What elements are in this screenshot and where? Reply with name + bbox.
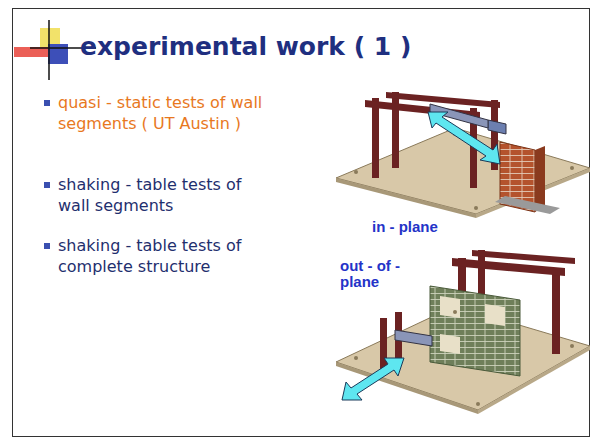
bullet-text: quasi - static tests of wall segments ( …: [58, 92, 276, 134]
out-of-plane-test-setup: [336, 250, 590, 414]
caption-label: out - of - plane: [340, 258, 410, 290]
bullet-markers: [44, 100, 50, 249]
bullet-text: shaking - table tests of complete struct…: [58, 235, 276, 277]
slide-title: experimental work ( 1 ): [80, 32, 411, 61]
slide-frame: [13, 9, 590, 437]
in-plane-test-setup: [336, 92, 590, 218]
bullet-text: shaking - table tests of wall segments: [58, 174, 276, 216]
caption-label: in - plane: [372, 219, 482, 235]
